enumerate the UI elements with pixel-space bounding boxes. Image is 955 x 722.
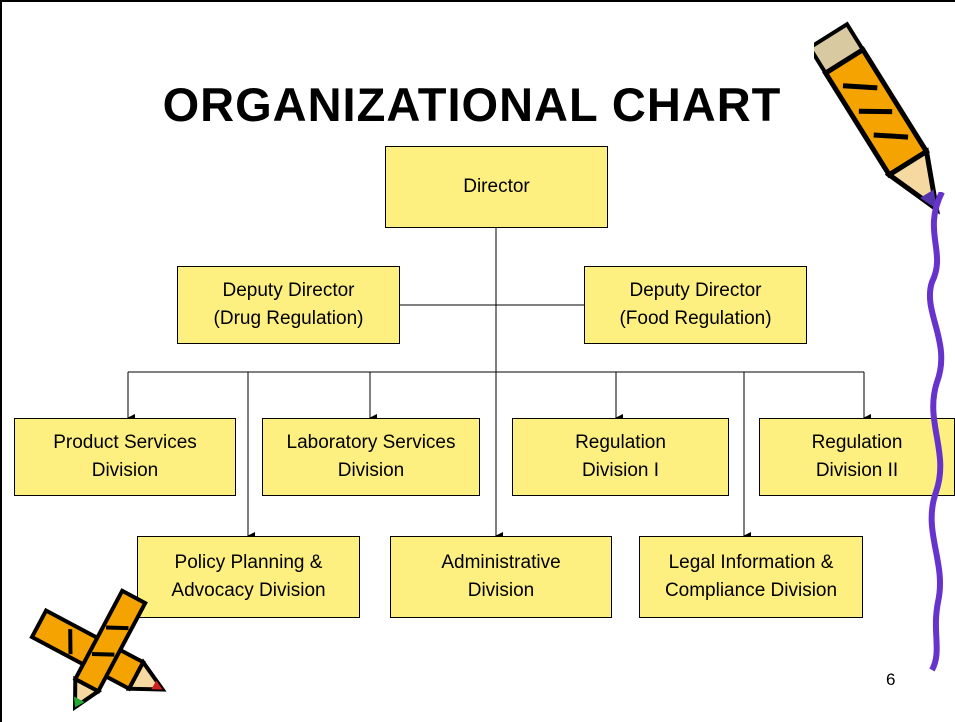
regulation-division-2-box: Regulation Division II [759, 418, 955, 496]
legal-information-box: Legal Information & Compliance Division [639, 536, 863, 618]
director-box: Director [385, 146, 608, 228]
pencil-clipart-icon [814, 21, 940, 215]
product-services-box: Product Services Division [14, 418, 236, 496]
laboratory-services-box: Laboratory Services Division [262, 418, 480, 496]
page-number: 6 [886, 670, 896, 689]
squiggle-line-icon [927, 192, 945, 672]
crayons-clipart-icon [29, 588, 167, 712]
deputy-director-food-box: Deputy Director (Food Regulation) [584, 266, 807, 344]
deputy-director-drug-box: Deputy Director (Drug Regulation) [177, 266, 400, 344]
administrative-box: Administrative Division [390, 536, 612, 618]
slide-title: ORGANIZATIONAL CHART [162, 78, 782, 131]
policy-planning-box: Policy Planning & Advocacy Division [137, 536, 360, 618]
regulation-division-1-box: Regulation Division I [512, 418, 729, 496]
